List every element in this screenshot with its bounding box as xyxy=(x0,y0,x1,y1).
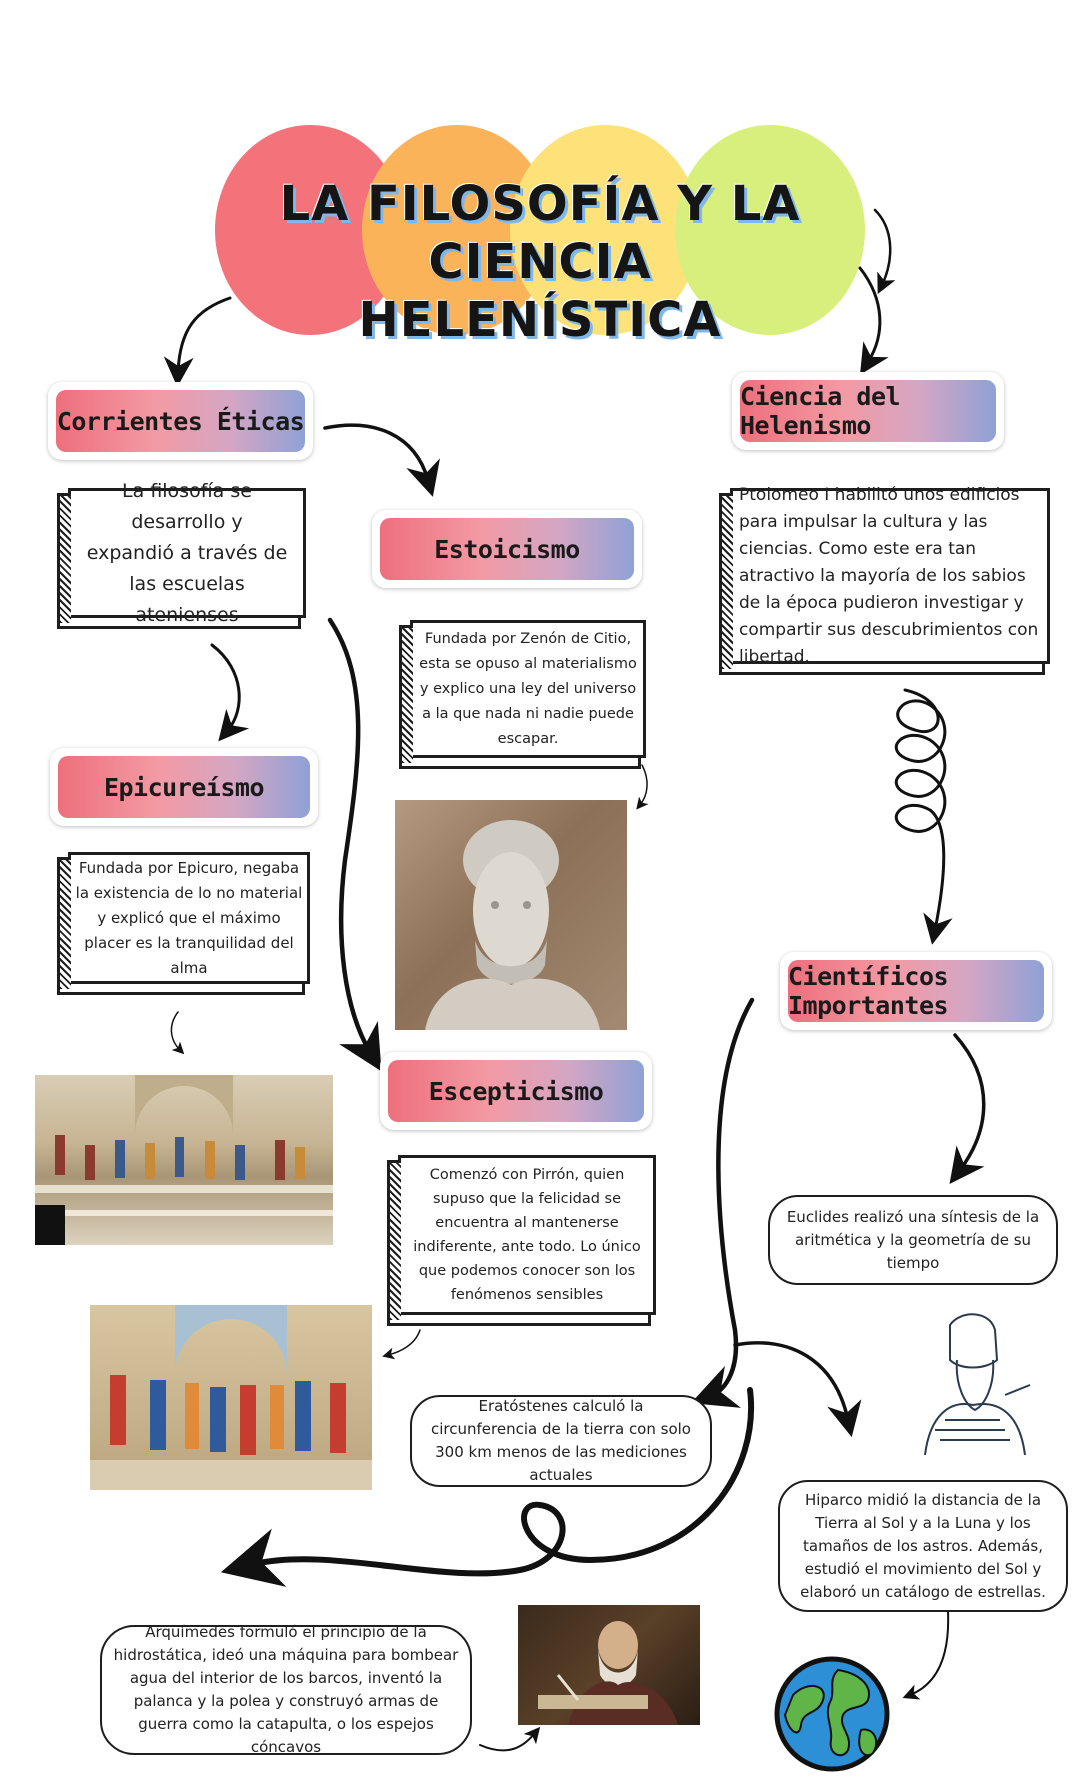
header-estoicismo-label: Estoicismo xyxy=(380,518,634,580)
arrow-corrientes-estoicismo xyxy=(323,423,440,497)
box-euclides-text: Euclides realizó una síntesis de la arit… xyxy=(786,1207,1040,1272)
header-cientificos-label: Científicos Importantes xyxy=(788,960,1044,1022)
earth-globe-icon xyxy=(773,1655,891,1773)
box-arquimedes-text: Arquímedes formuló el principio de la hi… xyxy=(113,1623,459,1756)
arrow-ciencia-cientificos xyxy=(894,688,953,945)
page-title-line1: LA FILOSOFÍA Y LA CIENCIA xyxy=(279,176,801,290)
euclid-engraving-image xyxy=(905,1305,1035,1455)
box-eratostenes-text: Eratóstenes calculó la circunferencia de… xyxy=(431,1397,691,1484)
arrow-escepticismo-painting xyxy=(382,1329,421,1360)
box-escepticismo-text: Comenzó con Pirrón, quien supuso que la … xyxy=(413,1167,641,1303)
header-corrientes-label: Corrientes Éticas xyxy=(56,390,305,452)
archimedes-painting-image xyxy=(518,1605,700,1725)
box-corrientes: La filosofía se desarrollo y expandió a … xyxy=(60,480,306,626)
marcus-aurelius-bust-image xyxy=(395,800,627,1030)
title-circle-green xyxy=(675,125,865,335)
box-estoicismo-text: Fundada por Zenón de Citio, esta se opus… xyxy=(419,630,637,747)
page-title-line2: HELENÍSTICA xyxy=(358,292,722,348)
box-euclides: Euclides realizó una síntesis de la arit… xyxy=(763,1195,1058,1292)
arrow-arquimedes-painting xyxy=(479,1726,541,1752)
arrow-cientificos-eratostenes xyxy=(691,997,755,1408)
box-hiparco: Hiparco midió la distancia de la Tierra … xyxy=(773,1480,1068,1619)
header-estoicismo: Estoicismo xyxy=(372,510,642,588)
philosophers-painting-image xyxy=(90,1305,372,1490)
box-escepticismo: Comenzó con Pirrón, quien supuso que la … xyxy=(390,1155,656,1323)
arrow-epicureismo-school xyxy=(170,1011,185,1055)
arrow-corrientes-escepticismo xyxy=(327,617,382,1072)
page-title: LA FILOSOFÍA Y LA CIENCIA HELENÍSTICA xyxy=(180,175,900,349)
box-arquimedes: Arquímedes formuló el principio de la hi… xyxy=(95,1623,472,1762)
header-escepticismo: Escepticismo xyxy=(380,1052,652,1130)
school-of-athens-image xyxy=(35,1075,333,1245)
arrow-cientificos-euclides xyxy=(949,1033,986,1185)
box-ciencia-text: Ptolomeo I habilitó unos edificios para … xyxy=(739,484,1039,667)
header-escepticismo-label: Escepticismo xyxy=(388,1060,644,1122)
header-corrientes-eticas: Corrientes Éticas xyxy=(48,382,313,460)
box-hiparco-text: Hiparco midió la distancia de la Tierra … xyxy=(800,1490,1046,1601)
box-eratostenes: Eratóstenes calculó la circunferencia de… xyxy=(405,1395,712,1494)
arrow-branch-hiparco xyxy=(733,1341,862,1438)
box-estoicismo: Fundada por Zenón de Citio, esta se opus… xyxy=(402,620,646,766)
header-cientificos-importantes: Científicos Importantes xyxy=(780,952,1052,1030)
box-epicureismo: Fundada por Epicuro, negaba la existenci… xyxy=(60,852,310,992)
arrow-hiparco-earth xyxy=(902,1611,950,1700)
header-epicureismo: Epicureísmo xyxy=(50,748,318,826)
title-circle-yellow xyxy=(510,125,700,335)
box-epicureismo-text: Fundada por Epicuro, negaba la existenci… xyxy=(75,858,303,977)
box-corrientes-text: La filosofía se desarrollo y expandió a … xyxy=(86,479,288,626)
header-epicureismo-label: Epicureísmo xyxy=(58,756,310,818)
header-ciencia-helenismo: Ciencia del Helenismo xyxy=(732,372,1004,450)
arrow-corrientes-epicureismo xyxy=(210,643,250,742)
header-ciencia-label: Ciencia del Helenismo xyxy=(740,380,996,442)
arrow-estoicismo-bust xyxy=(636,764,649,810)
box-ciencia: Ptolomeo I habilitó unos edificios para … xyxy=(722,485,1050,672)
